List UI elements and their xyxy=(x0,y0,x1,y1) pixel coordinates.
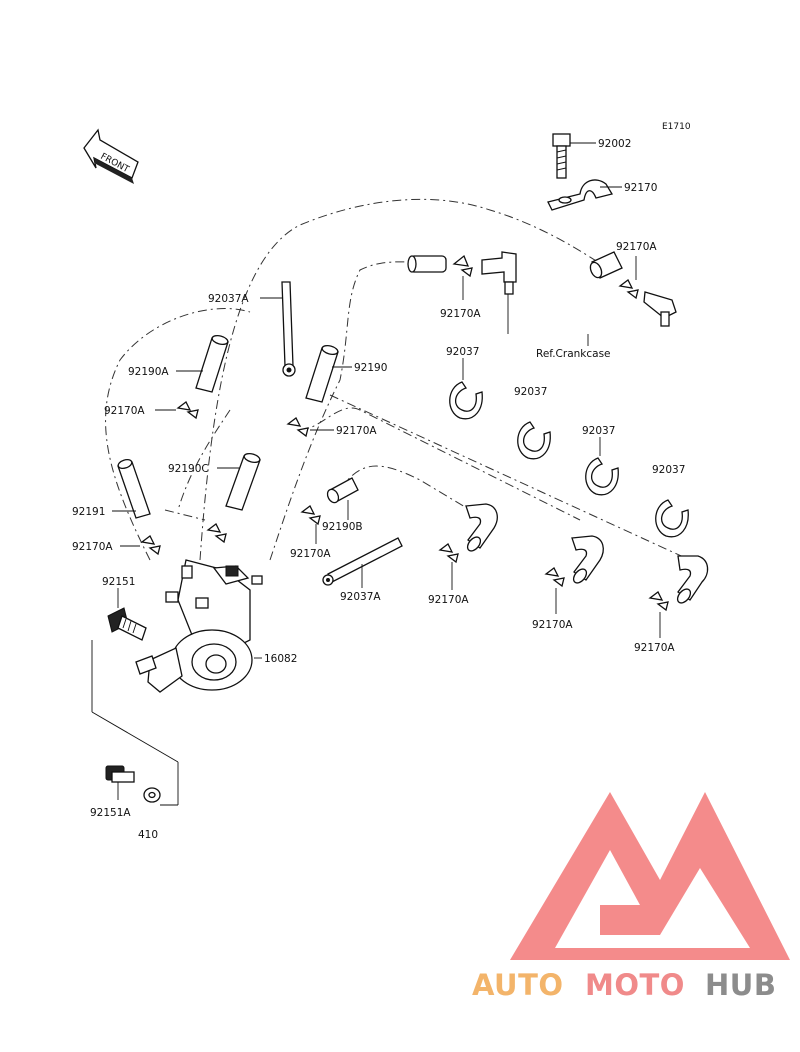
watermark-triangle-logo xyxy=(510,792,790,960)
label-92190: 92190 xyxy=(354,362,387,374)
label-92170A-b3: 92170A xyxy=(634,642,675,654)
label-92170A-left1: 92170A xyxy=(104,405,145,417)
label-92170-top: 92170 xyxy=(624,182,657,194)
label-92190B: 92190B xyxy=(322,521,363,533)
label-92002: 92002 xyxy=(598,138,631,150)
label-16082: 16082 xyxy=(264,653,297,665)
fitting-top-right xyxy=(643,291,677,327)
hose-92190A xyxy=(195,334,229,393)
clip-92170A-mid xyxy=(286,417,309,438)
label-92037-4: 92037 xyxy=(652,464,685,476)
bent-hose-1 xyxy=(465,503,498,552)
hose-92191 xyxy=(117,458,151,519)
clamp-92037-3 xyxy=(585,457,619,496)
label-92037A-lower: 92037A xyxy=(340,591,381,603)
hose-92190 xyxy=(305,344,339,403)
label-92170A-mid: 92170A xyxy=(336,425,377,437)
rod-92037A-lower xyxy=(322,537,403,586)
watermark-moto-text: MOTO xyxy=(585,968,685,1002)
ref-crankcase-note: Ref.Crankcase xyxy=(536,348,611,360)
hose-top-center xyxy=(407,255,447,273)
clip-92170A-center xyxy=(300,505,321,526)
front-direction-arrow: FRONT xyxy=(83,128,139,184)
clip-92170A-a xyxy=(452,254,473,278)
watermark-hub-text: HUB xyxy=(705,968,776,1002)
hose-92190B xyxy=(326,477,359,504)
screw-92151A xyxy=(105,765,135,783)
clamp-92037-4 xyxy=(655,499,689,538)
clip-92170A-b3 xyxy=(648,591,669,612)
rod-92037A-upper xyxy=(281,281,296,377)
label-92170A-top: 92170A xyxy=(616,241,657,253)
label-92170A-center: 92170A xyxy=(290,548,331,560)
elbow-fitting-top xyxy=(481,251,517,295)
bent-hose-2 xyxy=(571,535,604,584)
watermark-auto-text: AUTO xyxy=(472,968,564,1002)
group-bracket xyxy=(91,640,179,806)
diagram-code: E1710 xyxy=(662,122,691,132)
clip-near-pump-a xyxy=(206,523,227,544)
label-92170A-b1: 92170A xyxy=(428,594,469,606)
clamp-92170 xyxy=(547,179,614,211)
clamp-92037-2 xyxy=(517,421,551,460)
bolt-92002 xyxy=(552,133,571,179)
label-410: 410 xyxy=(138,829,158,841)
clip-92170A-left2 xyxy=(140,535,161,556)
clip-92170A-b2 xyxy=(544,567,565,588)
bent-hose-3 xyxy=(676,555,709,604)
clip-92170A-top xyxy=(618,279,639,300)
label-92037-2: 92037 xyxy=(514,386,547,398)
label-92151A: 92151A xyxy=(90,807,131,819)
hose-top-right xyxy=(589,251,623,279)
label-92190C: 92190C xyxy=(168,463,209,475)
hose-92190C xyxy=(225,452,261,511)
label-92170A-left2: 92170A xyxy=(72,541,113,553)
label-92037-3: 92037 xyxy=(582,425,615,437)
clip-92170A-left1 xyxy=(176,401,199,420)
oil-pump-16082 xyxy=(135,559,263,693)
label-92037A-upper: 92037A xyxy=(208,293,249,305)
clip-92170A-b1 xyxy=(438,543,459,564)
automotohub-watermark: AUTO MOTO HUB xyxy=(472,792,790,1002)
bolt-92151 xyxy=(107,607,147,641)
label-92190A: 92190A xyxy=(128,366,169,378)
routing-lines xyxy=(105,198,691,561)
clamp-92037-1 xyxy=(449,381,483,420)
label-92037-1: 92037 xyxy=(446,346,479,358)
label-92191: 92191 xyxy=(72,506,105,518)
label-92170A-b2: 92170A xyxy=(532,619,573,631)
label-92151: 92151 xyxy=(102,576,135,588)
washer-410 xyxy=(143,787,161,803)
label-92170A-a: 92170A xyxy=(440,308,481,320)
